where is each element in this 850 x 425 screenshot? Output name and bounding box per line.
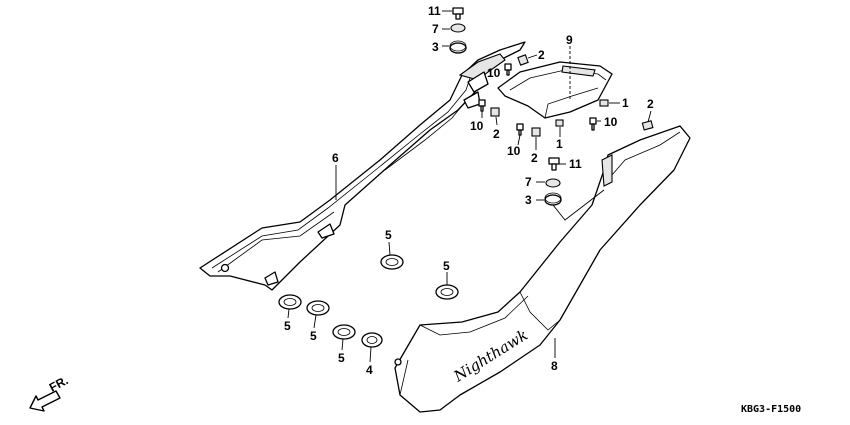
callout-8: 8	[551, 359, 558, 373]
callout-3-top: 3	[432, 40, 439, 54]
callout-4: 4	[366, 363, 373, 377]
callout-3-mid: 3	[525, 193, 532, 207]
callout-7-mid: 7	[525, 175, 532, 189]
bolt-washer-stack-mid	[544, 157, 562, 206]
callout-10-top: 10	[487, 66, 501, 80]
callout-10-right: 10	[604, 115, 618, 129]
callout-1-lower: 1	[556, 137, 563, 151]
callout-5-b: 5	[443, 259, 450, 273]
callout-2-top: 2	[538, 48, 545, 62]
left-side-cover-part	[199, 41, 526, 291]
front-direction-indicator: FR.	[29, 373, 71, 412]
callout-2-right: 2	[647, 97, 654, 111]
right-side-cover-part: Nighthawk	[394, 125, 691, 413]
front-arrow-icon	[29, 390, 61, 412]
callout-5-a: 5	[385, 228, 392, 242]
callout-2-lower: 2	[531, 151, 538, 165]
callout-5-d: 5	[310, 329, 317, 343]
callout-5-e: 5	[338, 351, 345, 365]
callout-1-right: 1	[622, 96, 629, 110]
rear-center-cover-part	[497, 61, 613, 119]
callout-6: 6	[332, 151, 339, 165]
callout-9: 9	[566, 33, 573, 47]
front-direction-label: FR.	[47, 373, 71, 394]
grommet-part	[278, 254, 459, 348]
callout-7-top: 7	[432, 22, 439, 36]
callout-labels: 11 7 3 10 2 9 1 2 10 10 2 10 2 1 11 7 3 …	[284, 4, 654, 377]
callout-11-mid: 11	[569, 157, 582, 171]
callout-5-c: 5	[284, 319, 291, 333]
callout-2-mid: 2	[493, 127, 500, 141]
leader-lines	[287, 10, 652, 363]
callout-10-left: 10	[470, 119, 484, 133]
bolt-washer-stack-top	[449, 7, 467, 54]
callout-11-top: 11	[428, 4, 441, 18]
callout-10-mid: 10	[507, 144, 521, 158]
clip-and-screw-parts	[478, 54, 654, 137]
drawing-code: KBG3-F1500	[741, 404, 801, 415]
